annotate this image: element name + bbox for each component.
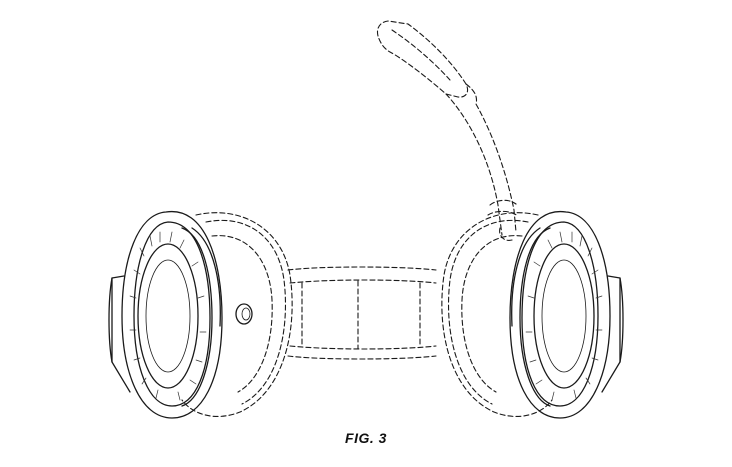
boom-microphone	[376, 20, 519, 241]
figure-label: FIG. 3	[345, 430, 387, 446]
left-earcup	[108, 211, 253, 419]
left-inner-cushion	[181, 212, 293, 417]
right-inner-cushion	[441, 212, 553, 417]
right-earcup	[509, 211, 624, 419]
headband	[287, 266, 437, 360]
